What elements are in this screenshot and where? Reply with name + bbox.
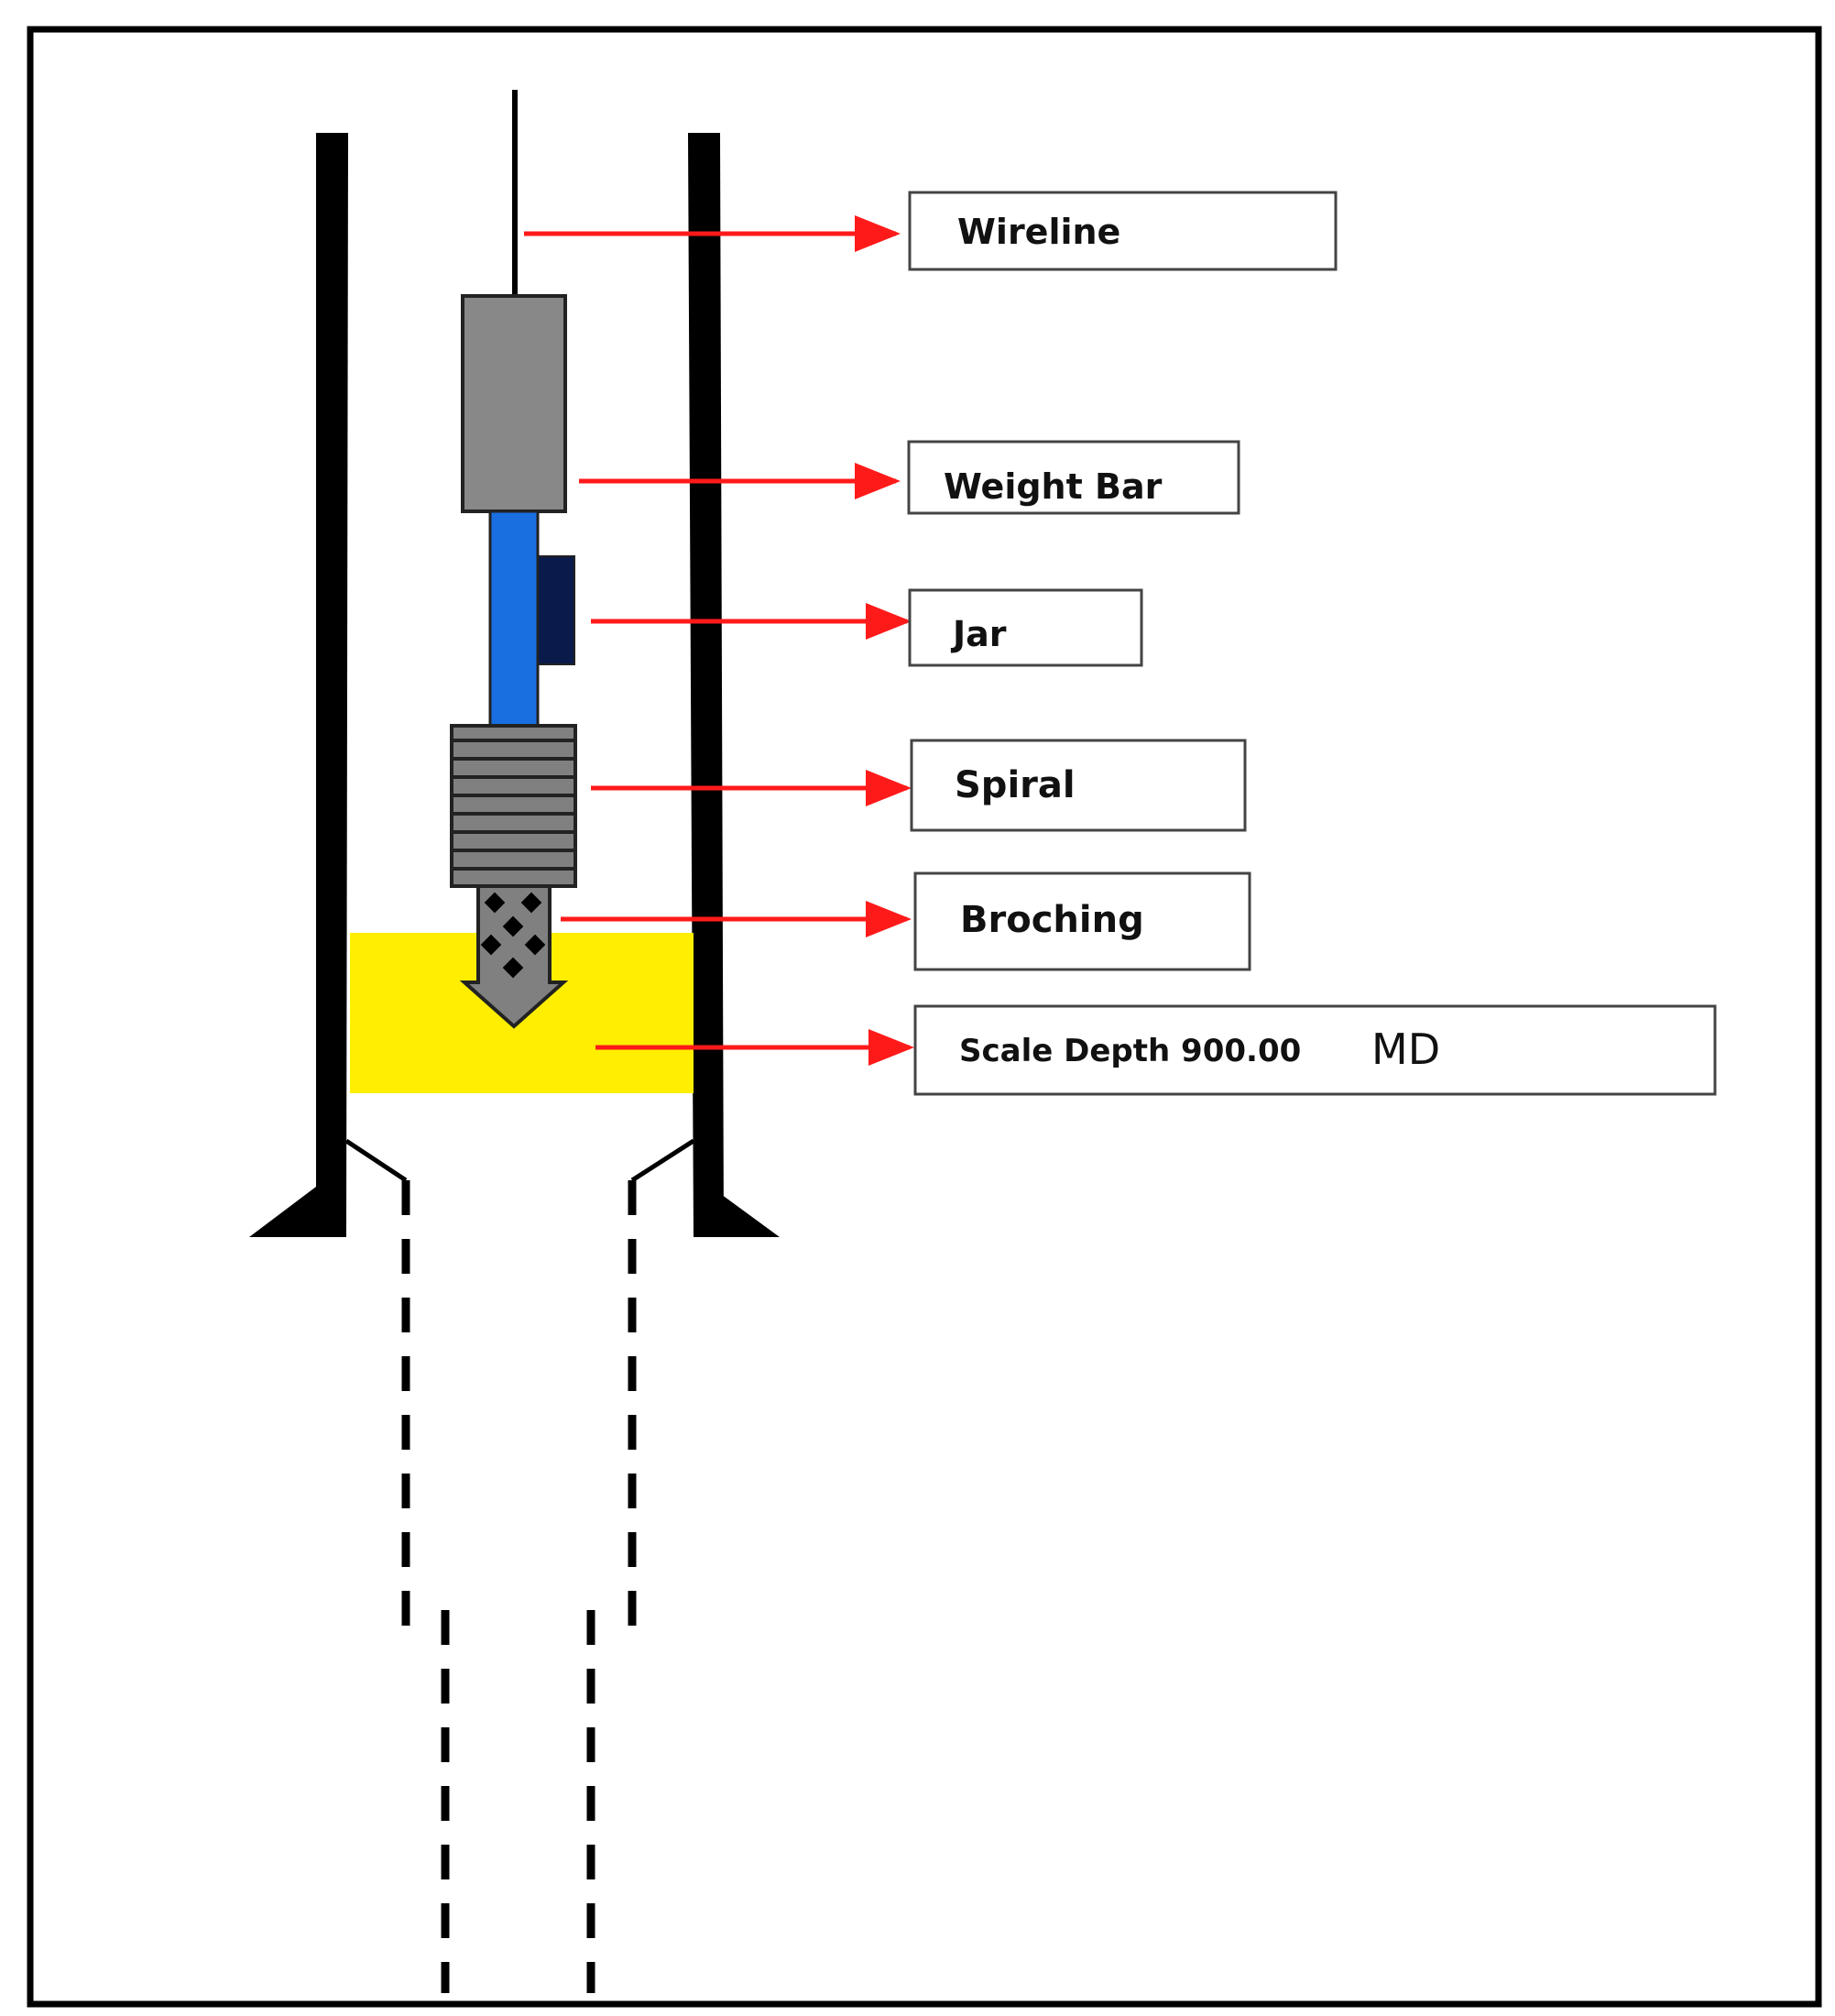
weight-bar-label: Weight Bar bbox=[944, 466, 1163, 507]
right-funnel-line bbox=[630, 1138, 695, 1183]
jar-block bbox=[537, 555, 575, 665]
left-tubing-shoe bbox=[249, 1187, 326, 1237]
broching-label: Broching bbox=[960, 899, 1144, 941]
weight-bar bbox=[461, 294, 567, 513]
broching-tool bbox=[459, 884, 569, 1029]
right-tubing-shoe bbox=[705, 1189, 780, 1237]
jar-body bbox=[488, 509, 540, 728]
right-tubing-wall bbox=[688, 133, 724, 1237]
left-funnel-line bbox=[344, 1138, 408, 1183]
broching-label-box: Broching bbox=[913, 871, 1251, 971]
scale-depth-label: Scale Depth 900.00 bbox=[959, 1033, 1301, 1069]
spiral-label: Spiral bbox=[955, 764, 1076, 806]
left-tubing-wall bbox=[316, 133, 348, 1237]
wireline-label-box: Wireline bbox=[908, 191, 1338, 271]
spiral-label-box: Spiral bbox=[910, 739, 1247, 832]
jar-label-box: Jar bbox=[908, 588, 1143, 667]
spiral-tool bbox=[450, 724, 577, 888]
weight-bar-label-box: Weight Bar bbox=[907, 440, 1240, 515]
scale-depth-unit: MD bbox=[1371, 1024, 1440, 1074]
scale-depth-label-box: Scale Depth 900.00 MD bbox=[913, 1004, 1717, 1096]
outer-frame bbox=[27, 26, 1822, 2008]
jar-label: Jar bbox=[950, 614, 1007, 654]
wireline-label: Wireline bbox=[957, 212, 1120, 252]
